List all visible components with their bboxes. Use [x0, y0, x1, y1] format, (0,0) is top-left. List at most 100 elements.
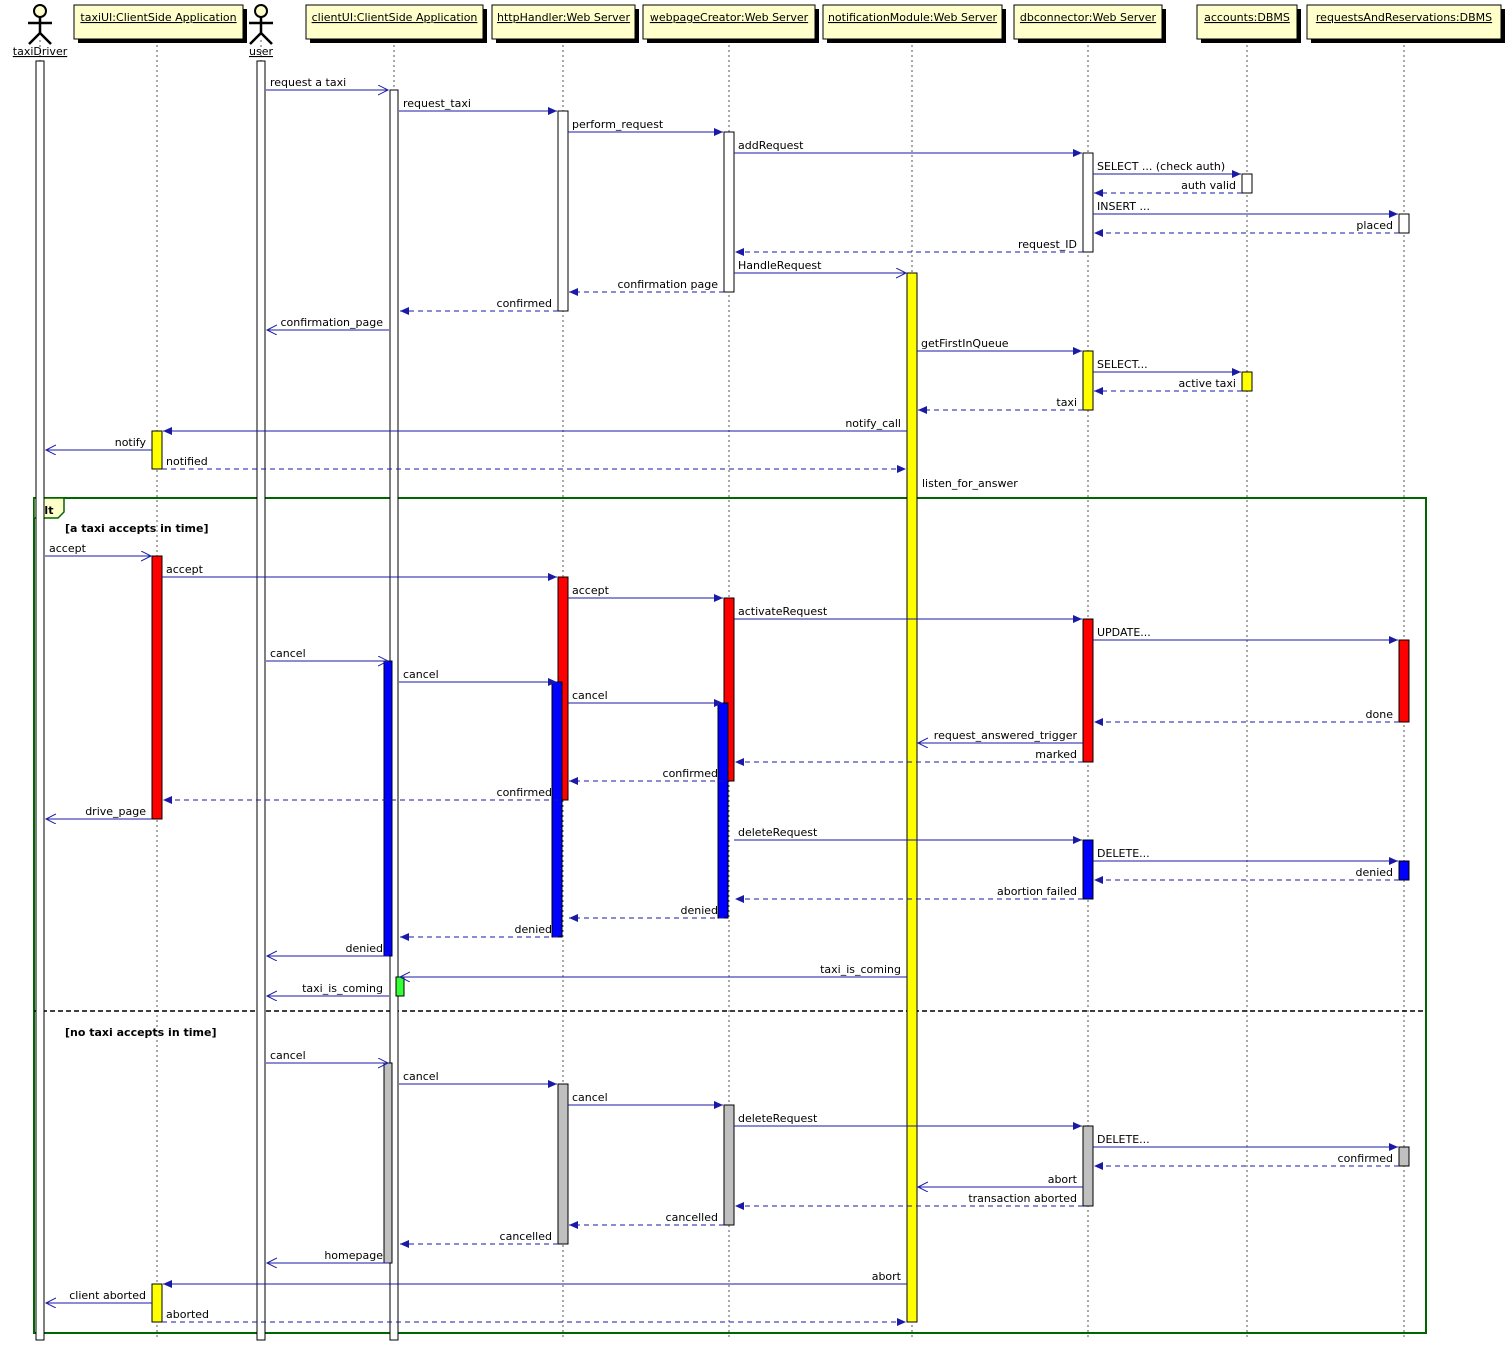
activation-notificationModule: [906, 272, 918, 1323]
activation-requestsAndReservations: [1398, 1146, 1410, 1167]
participant-taxiUI: taxiUI:ClientSide Application: [73, 4, 247, 43]
message-label: notify_call: [845, 417, 901, 430]
message: cancel: [399, 668, 557, 686]
message-label: accept: [49, 542, 87, 555]
activation-requestsAndReservations: [1398, 860, 1410, 881]
message: abort: [918, 1173, 1083, 1187]
participant-box: [73, 4, 244, 40]
message-label: notify: [115, 436, 147, 449]
message-label: cancel: [403, 1070, 439, 1083]
message-label: abort: [872, 1270, 902, 1283]
message: abortion failed: [735, 885, 1083, 903]
message-label: taxi_is_coming: [302, 982, 383, 995]
participant-label: notificationModule:Web Server: [828, 11, 998, 24]
activation-taxiUI: [151, 1283, 163, 1323]
activation-bars: [35, 60, 1410, 1341]
participant-box: [1306, 4, 1502, 40]
fragment-guard-1: [a taxi accepts in time]: [65, 522, 209, 535]
fragment-frame: [33, 497, 1427, 1334]
message-label: SELECT ... (check auth): [1097, 160, 1225, 173]
message: perform_request: [568, 118, 723, 136]
message: cancelled: [569, 1211, 724, 1229]
message: notify_call: [163, 417, 907, 435]
participant-label: dbconnector:Web Server: [1020, 11, 1157, 24]
message: request a taxi: [266, 76, 388, 90]
message-label: request_ID: [1018, 238, 1077, 251]
activation-dbconnector: [1082, 839, 1094, 900]
message-label: denied: [514, 923, 552, 936]
message: confirmed: [400, 297, 558, 315]
participant-label: taxiUI:ClientSide Application: [80, 11, 236, 24]
message-label: marked: [1035, 748, 1077, 761]
message-label: cancel: [270, 647, 306, 660]
participant-box: [642, 4, 816, 40]
message: marked: [735, 748, 1083, 766]
message: DELETE...: [1093, 847, 1398, 865]
activation-accounts: [1241, 173, 1253, 194]
message-label: cancel: [572, 1091, 608, 1104]
actor-taxiDriver: taxiDriver: [13, 4, 68, 58]
message: denied: [569, 904, 724, 922]
message-label: denied: [680, 904, 718, 917]
message: auth valid: [1094, 179, 1242, 197]
message: denied: [1094, 866, 1399, 884]
activation-requestsAndReservations: [1398, 213, 1410, 234]
activation-clientUI: [383, 1062, 393, 1264]
message-label: taxi_is_coming: [820, 963, 901, 976]
activation-webpageCreator: [723, 131, 735, 293]
message-label: cancelled: [500, 1230, 552, 1243]
message-label: INSERT ...: [1097, 200, 1150, 213]
message: HandleRequest: [734, 259, 906, 273]
message-label: confirmed: [663, 767, 718, 780]
activation-httpHandler: [557, 1083, 569, 1245]
activation-taxiDriver: [35, 60, 45, 1341]
message: confirmed: [1094, 1152, 1399, 1170]
message-label: cancelled: [666, 1211, 718, 1224]
actor-body-icon: [28, 17, 52, 45]
message-label: cancel: [572, 689, 608, 702]
message-label: auth valid: [1181, 179, 1236, 192]
activation-httpHandler: [551, 681, 563, 938]
activation-user: [256, 60, 266, 1341]
message-label: deleteRequest: [738, 1112, 818, 1125]
message-label: taxi: [1056, 396, 1077, 409]
lifelines: [39, 40, 1405, 1340]
activation-clientUI: [383, 660, 393, 957]
message: confirmation_page: [267, 316, 389, 330]
message: activateRequest: [734, 605, 1082, 623]
message-label: drive_page: [85, 805, 146, 818]
message: deleteRequest: [734, 826, 1082, 844]
message-label: abortion failed: [997, 885, 1077, 898]
message-label: activateRequest: [738, 605, 828, 618]
message-label: UPDATE...: [1097, 626, 1151, 639]
message-label: accept: [572, 584, 610, 597]
participant-label: requestsAndReservations:DBMS: [1316, 11, 1492, 24]
message: cancel: [266, 1049, 388, 1063]
activation-clientUI: [395, 976, 405, 997]
message: SELECT...: [1093, 358, 1241, 376]
message-label: SELECT...: [1097, 358, 1148, 371]
message-label: request a taxi: [270, 76, 346, 89]
activation-accounts: [1241, 371, 1253, 392]
participant-webpageCreator: webpageCreator:Web Server: [642, 4, 819, 43]
message-label: HandleRequest: [738, 259, 822, 272]
message-label: getFirstInQueue: [921, 337, 1009, 350]
participant-clientUI: clientUI:ClientSide Application: [305, 4, 487, 43]
message: confirmed: [569, 767, 724, 785]
message: listen_for_answer: [922, 477, 1018, 490]
message: INSERT ...: [1093, 200, 1398, 218]
message-label: denied: [1355, 866, 1393, 879]
message: UPDATE...: [1093, 626, 1398, 644]
message-label: transaction aborted: [968, 1192, 1077, 1205]
message: SELECT ... (check auth): [1093, 160, 1241, 178]
message: accept: [568, 584, 723, 602]
message-label: addRequest: [738, 139, 804, 152]
message: confirmed: [163, 786, 558, 804]
message-label: homepage: [324, 1249, 383, 1262]
message-label: placed: [1356, 219, 1393, 232]
message-label: abort: [1048, 1173, 1078, 1186]
message-label: deleteRequest: [738, 826, 818, 839]
activation-webpageCreator: [717, 702, 729, 919]
message: addRequest: [734, 139, 1082, 157]
